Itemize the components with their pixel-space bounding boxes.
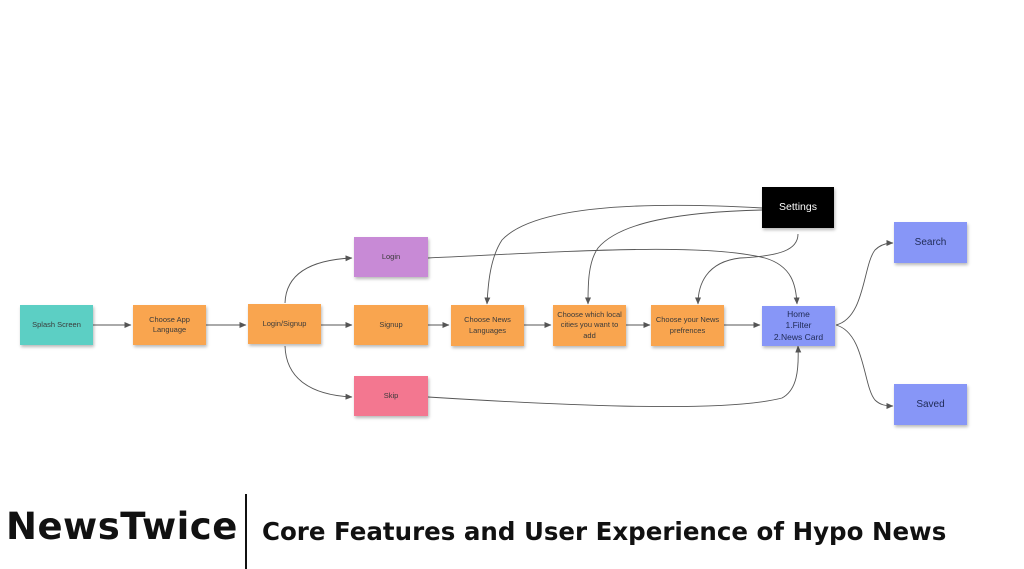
node-label: Saved (916, 398, 945, 410)
node-choose-news-languages: Choose News Languages (451, 305, 524, 346)
node-skip: Skip (354, 376, 428, 416)
edge-login-signup-to-login (284, 255, 353, 304)
node-label: Search (914, 236, 947, 248)
node-label: Choose your News prefrences (655, 315, 720, 335)
node-label: Settings (779, 201, 817, 214)
footer-divider (245, 494, 247, 569)
node-label: Choose which local cities you want to ad… (557, 310, 622, 340)
edge-settings-to-choose-news-preferences (695, 233, 799, 305)
node-label: Login/Signup (262, 318, 307, 328)
edge-skip-to-home (427, 345, 802, 407)
node-label: Splash Screen (32, 319, 81, 329)
node-login: Login (354, 237, 428, 277)
node-choose-app-language: Choose App Language (133, 305, 206, 345)
node-choose-news-preferences: Choose your News prefrences (651, 305, 724, 346)
node-signup: Signup (354, 305, 428, 345)
edge-login-signup-to-skip (284, 345, 353, 400)
node-label: Skip (383, 390, 399, 400)
edge-home-to-search (835, 240, 894, 326)
node-label: Signup (379, 319, 403, 329)
edge-login-to-home (427, 248, 800, 305)
edge-settings-to-choose-news-languages (484, 204, 763, 305)
node-label: Home 1.Filter 2.News Card (773, 308, 824, 342)
edge-home-to-saved (835, 324, 894, 409)
edge-settings-to-choose-local-cities (585, 209, 763, 305)
footer-subtitle: Core Features and User Experience of Hyp… (262, 517, 947, 546)
node-home: Home 1.Filter 2.News Card (762, 306, 835, 346)
node-label: Choose News Languages (464, 315, 511, 335)
brand-logo-text: NewsTwice (6, 505, 238, 548)
node-splash-screen: Splash Screen (20, 305, 93, 345)
node-choose-local-cities: Choose which local cities you want to ad… (553, 305, 626, 346)
node-saved: Saved (894, 384, 967, 425)
node-label: Login (381, 251, 401, 261)
node-search: Search (894, 222, 967, 263)
node-login-signup: Login/Signup (248, 304, 321, 344)
node-label: Choose App Language (149, 314, 190, 334)
node-settings: Settings (762, 187, 834, 228)
